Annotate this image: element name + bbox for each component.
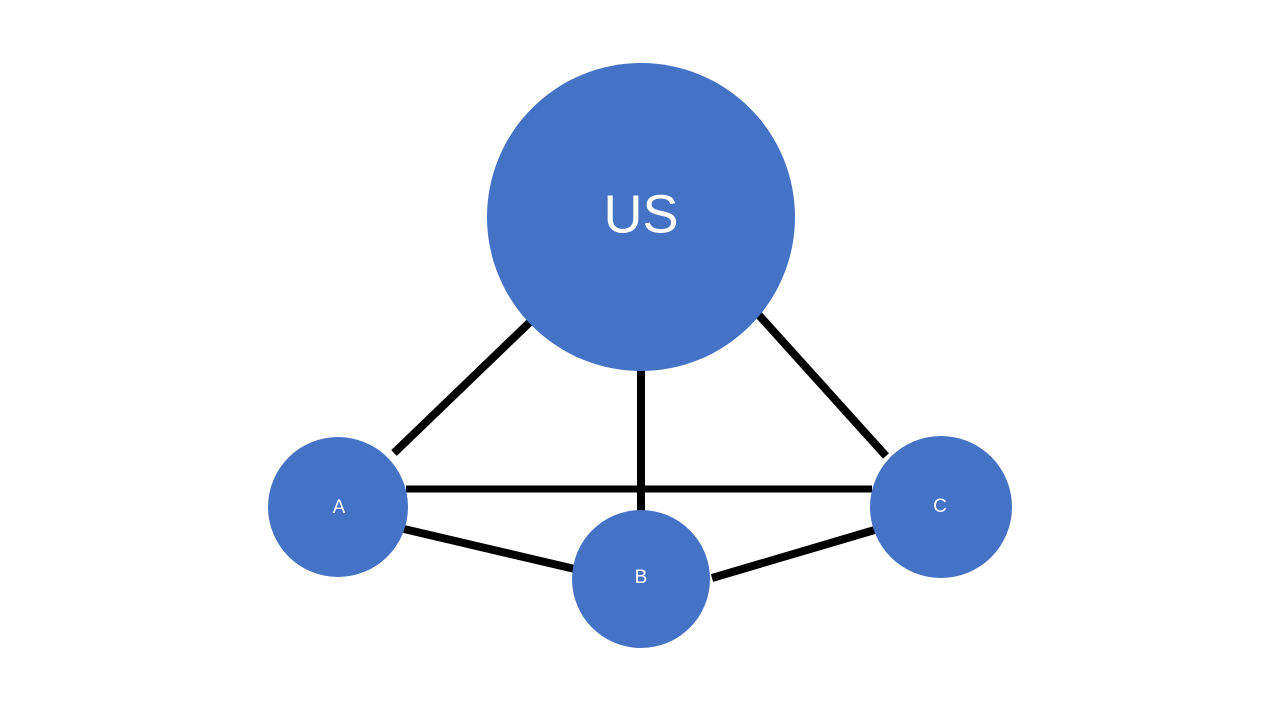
node-circle-c[interactable]	[870, 436, 1012, 578]
edge-a-b[interactable]	[403, 525, 580, 574]
node-c[interactable]: C	[870, 436, 1012, 578]
node-circle-a[interactable]	[268, 437, 408, 577]
node-label-b: B	[635, 567, 648, 588]
nodes-layer: US A B C	[268, 63, 1012, 648]
node-label-a: A	[333, 497, 346, 518]
edges-layer	[391, 310, 889, 582]
edge-b-c[interactable]	[710, 525, 880, 582]
node-us[interactable]: US	[487, 63, 795, 371]
node-circle-b[interactable]	[572, 510, 710, 648]
edge-us-c[interactable]	[754, 310, 889, 459]
node-label-us: US	[603, 184, 678, 244]
node-circle-us[interactable]	[487, 63, 795, 371]
node-b[interactable]: B	[572, 510, 710, 648]
node-label-c: C	[933, 496, 947, 517]
node-a[interactable]: A	[268, 437, 408, 577]
edge-us-a[interactable]	[391, 319, 533, 456]
